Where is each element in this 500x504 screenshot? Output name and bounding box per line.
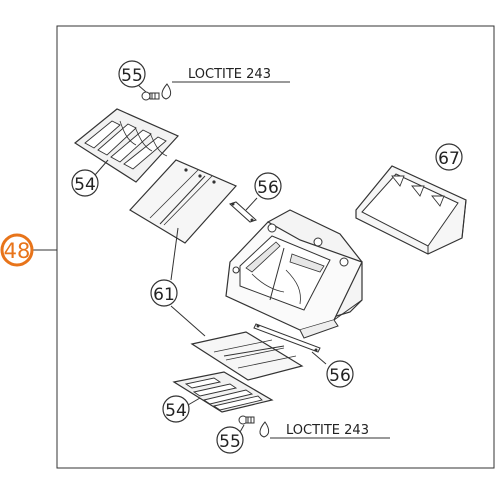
svg-text:67: 67 <box>438 149 460 169</box>
svg-text:56: 56 <box>257 178 279 198</box>
loctite-drop-icon-bottom <box>259 421 270 438</box>
callout-55-top-leader <box>137 84 147 93</box>
callout-67[interactable]: 67 <box>435 143 463 171</box>
diagram-frame <box>56 25 495 469</box>
callout-54-bottom-leader <box>187 397 201 406</box>
reed-petal-top[interactable] <box>129 159 238 244</box>
callout-56-top[interactable]: 56 <box>254 172 282 200</box>
reed-stopper-plate-top[interactable] <box>73 108 180 183</box>
loctite-label-top: LOCTITE 243 <box>188 67 271 82</box>
callout-56-bottom-leader <box>311 351 327 365</box>
callout-55-top[interactable]: 55 <box>118 60 146 88</box>
callout-54-bottom[interactable]: 54 <box>162 395 190 423</box>
gasket-top[interactable] <box>229 201 257 223</box>
screw-bottom[interactable] <box>238 415 255 425</box>
gasket-bottom[interactable] <box>253 323 321 353</box>
assembly-callout-48[interactable]: 48 <box>0 233 34 267</box>
callout-54-top-leader <box>94 159 109 176</box>
callout-55-bottom[interactable]: 55 <box>216 426 244 454</box>
loctite-label-bottom: LOCTITE 243 <box>286 423 369 438</box>
svg-text:54: 54 <box>74 175 96 195</box>
callout-61[interactable]: 61 <box>150 279 178 307</box>
reed-petal-bottom[interactable] <box>190 331 304 381</box>
loctite-drop-icon-top <box>161 83 172 100</box>
assembly-callout-label: 48 <box>4 239 31 263</box>
callout-55-bottom-leader <box>239 424 245 433</box>
callout-61-leader-down <box>170 305 206 337</box>
svg-text:55: 55 <box>219 432 241 452</box>
svg-text:61: 61 <box>153 285 175 305</box>
callout-56-bottom[interactable]: 56 <box>326 360 354 388</box>
reed-valve-housing[interactable] <box>225 209 363 339</box>
intake-cover-67[interactable] <box>355 165 467 255</box>
screw-top[interactable] <box>141 91 160 101</box>
assembly-callout-ring <box>0 233 34 267</box>
reed-stopper-plate-bottom[interactable] <box>172 371 274 413</box>
callout-61-leader-up <box>170 227 179 281</box>
svg-text:54: 54 <box>165 401 187 421</box>
svg-text:56: 56 <box>329 366 351 386</box>
svg-text:55: 55 <box>121 66 143 86</box>
callout-54-top[interactable]: 54 <box>71 169 99 197</box>
callout-56-top-leader <box>245 197 258 211</box>
